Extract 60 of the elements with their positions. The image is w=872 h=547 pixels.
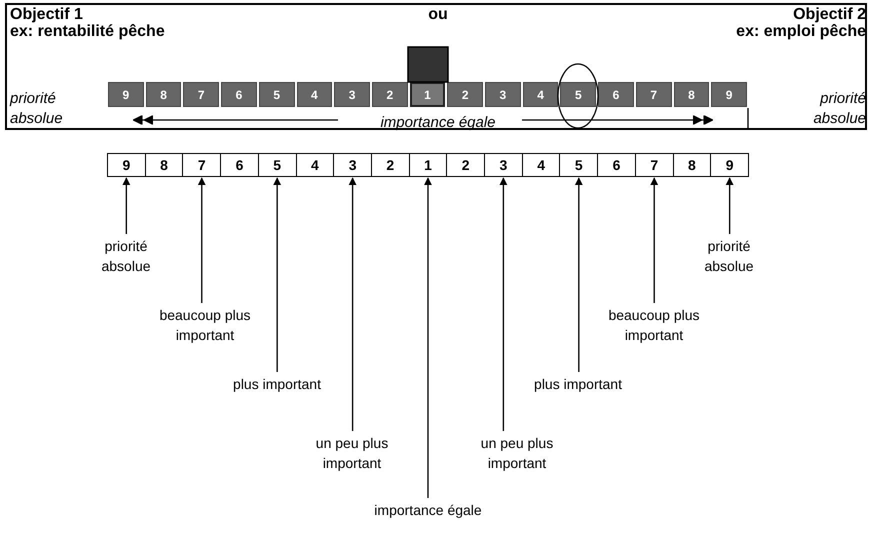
arrow [273,177,282,372]
scale-cell: 3 [334,82,370,107]
scale-label: un peu plus important [297,433,407,473]
scale-label: importance égale [373,500,483,520]
scale-cell: 2 [447,82,484,107]
scale-label: priorité absolue [689,236,769,276]
scale-label: plus important [212,374,342,394]
scale-cell: 7 [182,153,222,177]
arrow [198,177,206,303]
scale-cell: 8 [672,153,712,177]
scale-label: beaucoup plus important [145,305,265,345]
scale-cell: 1 [408,153,448,177]
scale-cell: 3 [484,153,523,177]
scale-cell: 7 [183,82,220,107]
scale-cell: 7 [636,82,672,107]
scale-cell: 4 [522,153,560,177]
scale-cell: 4 [522,82,558,107]
scale-cell: 1 [410,82,446,107]
scale-cell: 9 [108,82,144,107]
scale-end-label: priorité absolue [10,89,64,129]
scale-cell: 5 [560,82,596,107]
objective-panel [5,3,867,130]
scale-label: plus important [513,374,643,394]
scale-cell: 6 [221,82,257,107]
scale-label: beaucoup plus important [594,305,714,345]
scale-cell: 2 [370,153,410,177]
arrow [348,177,357,431]
scale-cell: 8 [674,82,710,107]
scale-cell: 8 [146,82,182,107]
objective-heading: Objectif 1 [10,6,84,23]
objective-example: ex: rentabilité pêche [10,23,166,40]
arrow [499,177,508,431]
scale-cell: 7 [634,153,674,177]
scale-cell: 3 [333,153,372,177]
scale-cell: 8 [144,153,184,177]
scale-cell: 6 [598,82,634,107]
arrow [424,177,432,498]
scale-cell: 5 [258,153,297,177]
objective-example: ex: emploi pêche [735,23,866,40]
scale-cell: 9 [710,153,749,177]
arrow [650,177,658,303]
objective-heading: Objectif 2 [792,6,866,23]
scale-cell: 4 [296,153,334,177]
scale-cell: 9 [711,82,747,107]
scale-cell: 5 [559,153,598,177]
scale-cell: 9 [107,153,146,177]
connector-word: ou [427,6,449,23]
scale-cell: 6 [597,153,636,177]
scale-end-label: priorité absolue [812,89,866,129]
scale-cell: 2 [446,153,486,177]
scale-cell: 2 [372,82,408,107]
scale-cell: 6 [220,153,259,177]
arrow [574,177,583,372]
arrow [122,177,130,234]
scale-label: un peu plus important [462,433,572,473]
arrow [726,177,734,234]
scale-cell: 5 [258,82,295,107]
scale-cell: 3 [485,82,521,107]
scale-label: priorité absolue [86,236,166,276]
scale-cell: 4 [296,82,332,107]
